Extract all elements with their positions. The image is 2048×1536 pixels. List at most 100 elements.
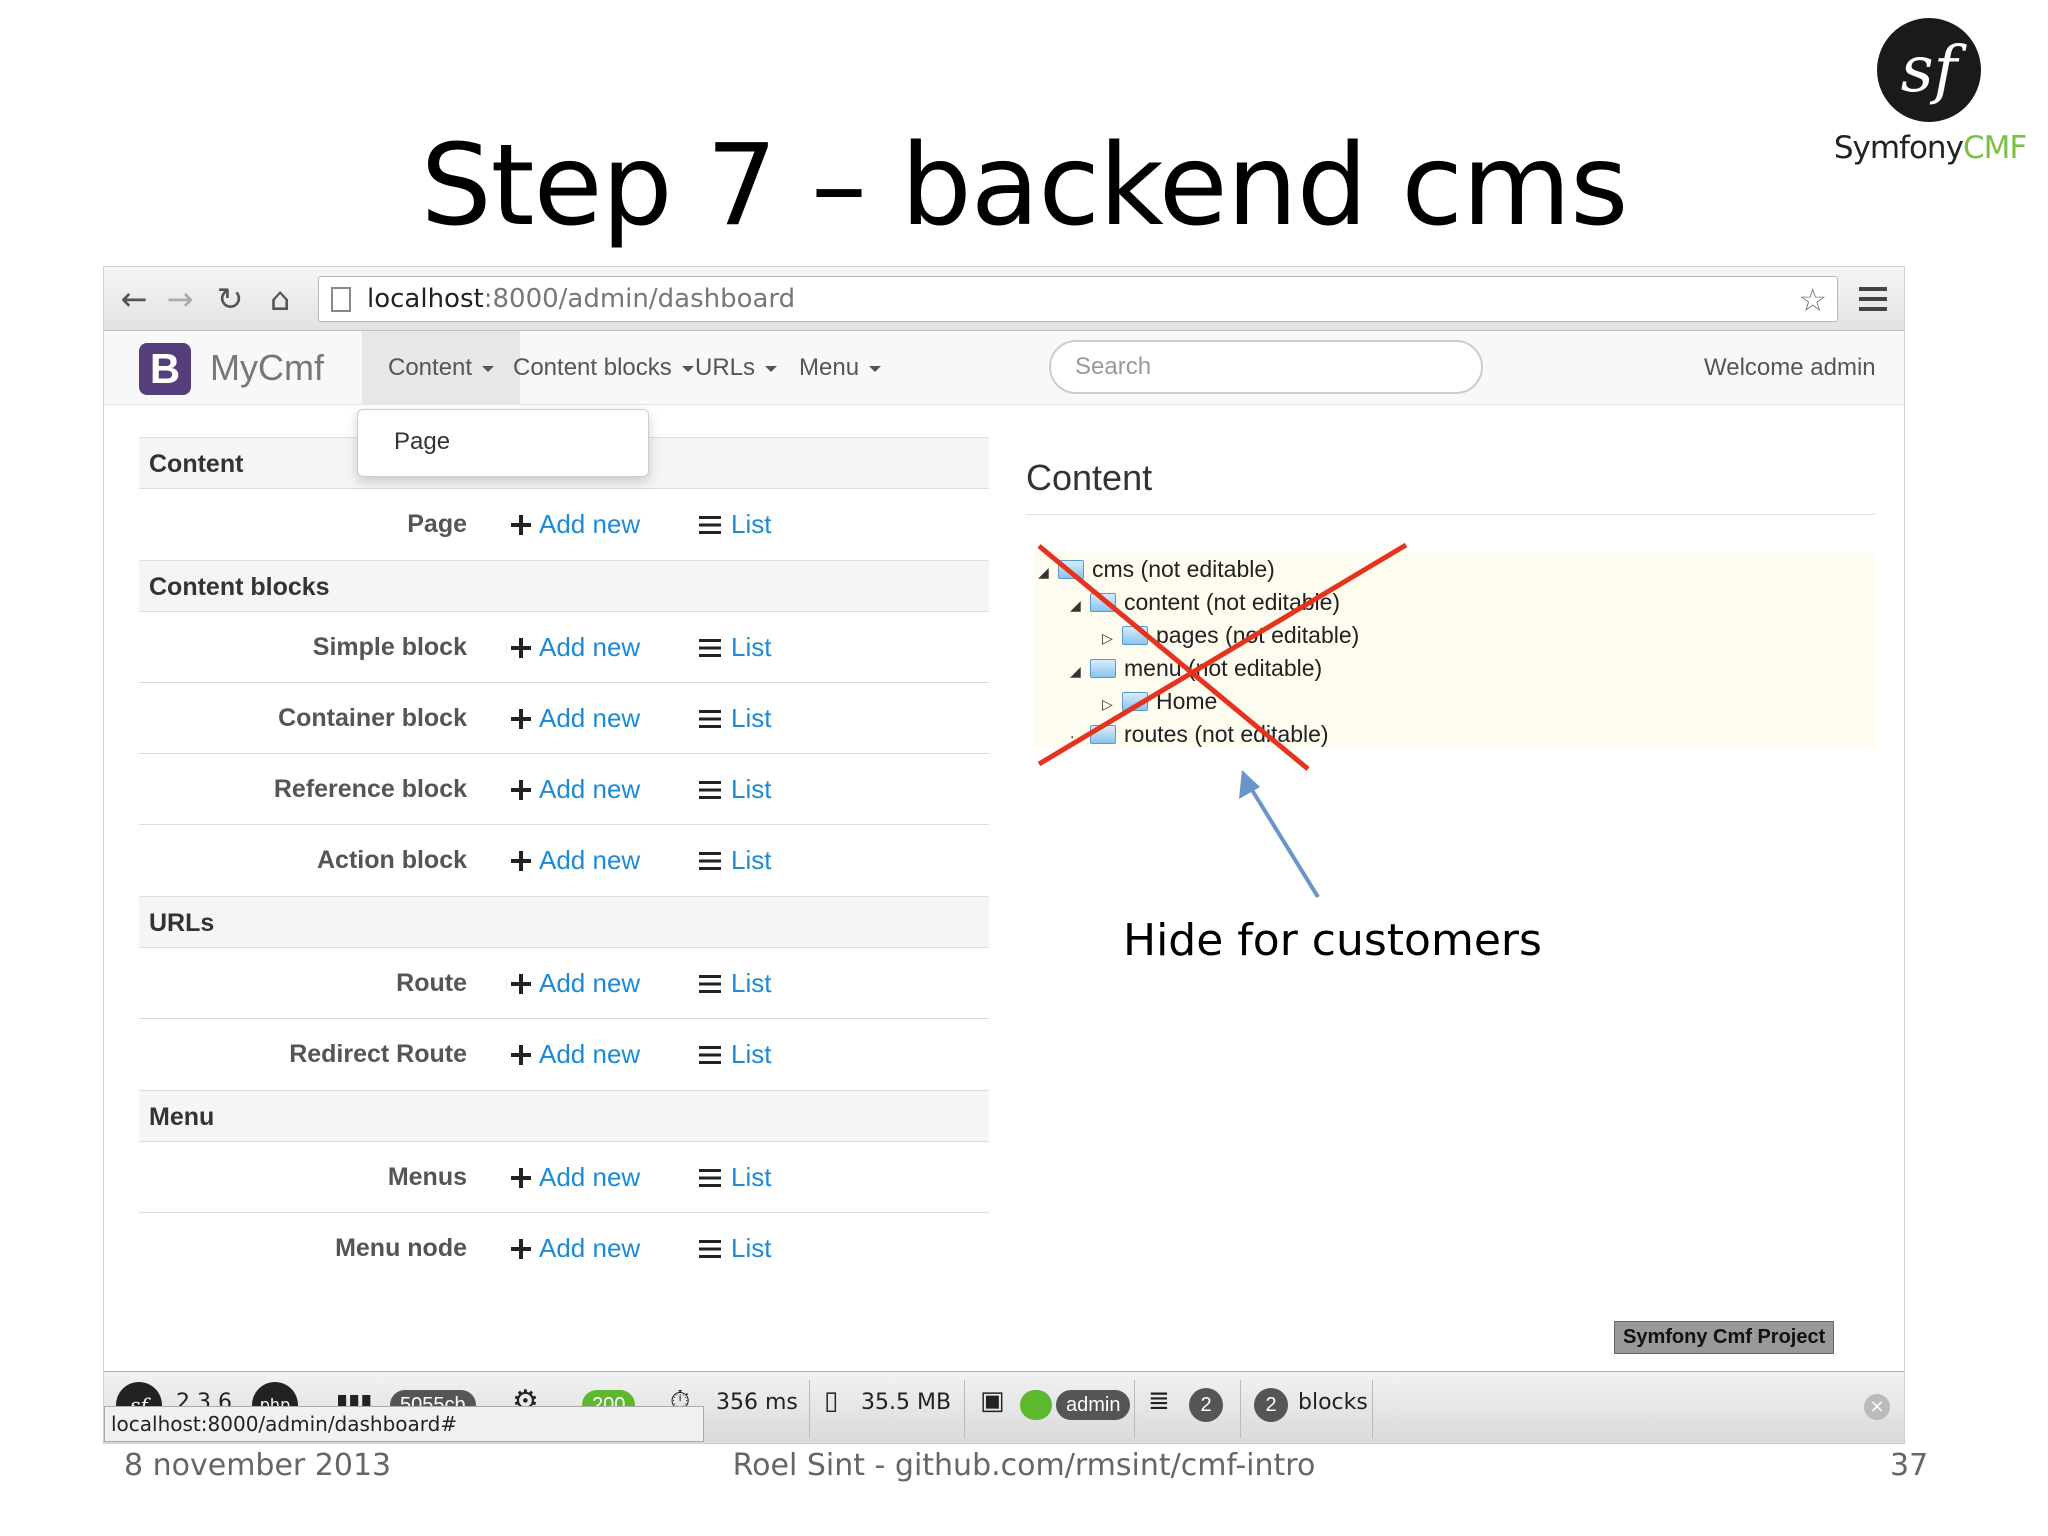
expand-triangle-icon[interactable]: ◢	[1038, 565, 1049, 581]
blocks-count[interactable]: 2	[1254, 1388, 1288, 1422]
tree-leaf-icon: ·	[1070, 730, 1075, 746]
list-label: List	[731, 1039, 772, 1069]
row-label: Route	[396, 969, 467, 997]
auth-status-icon	[1020, 1390, 1052, 1420]
table-row: Page Add new List	[139, 489, 989, 560]
logo-word-symfony: Symfony	[1833, 130, 1964, 166]
tree-node-home[interactable]: ▷Home	[1102, 688, 1217, 715]
request-time[interactable]: 356 ms	[716, 1390, 798, 1415]
brand-logo-icon[interactable]: B	[139, 343, 191, 395]
add-new-label: Add new	[539, 845, 641, 875]
add-new-link[interactable]: Add new	[511, 489, 640, 559]
close-icon[interactable]: ×	[1864, 1394, 1890, 1420]
table-row: Route Add new List	[139, 948, 989, 1019]
add-new-link[interactable]: Add new	[511, 612, 640, 682]
add-new-link[interactable]: Add new	[511, 754, 640, 824]
nav-content[interactable]: Content	[362, 331, 521, 405]
caret-down-icon	[869, 365, 882, 372]
list-icon	[699, 781, 721, 799]
table-row: Menus Add new List	[139, 1142, 989, 1213]
list-link[interactable]: List	[699, 754, 771, 824]
list-link[interactable]: List	[699, 489, 771, 559]
memory-icon: ▯	[824, 1386, 839, 1416]
add-new-link[interactable]: Add new	[511, 825, 640, 895]
row-label: Reference block	[273, 775, 467, 803]
folder-icon	[1122, 626, 1148, 645]
list-label: List	[731, 774, 772, 804]
list-icon	[699, 639, 721, 657]
nav-urls-label: URLs	[695, 354, 756, 381]
tree-node-content[interactable]: ◢content (not editable)	[1070, 589, 1340, 616]
add-new-label: Add new	[539, 703, 641, 733]
list-link[interactable]: List	[699, 948, 771, 1018]
add-new-label: Add new	[539, 1162, 641, 1192]
row-label: Menus	[387, 1163, 467, 1191]
list-link[interactable]: List	[699, 683, 771, 753]
add-new-link[interactable]: Add new	[511, 1019, 640, 1089]
row-label: Action block	[316, 846, 467, 874]
query-count[interactable]: 2	[1189, 1388, 1223, 1422]
page-number: 37	[1890, 1448, 1929, 1483]
add-new-label: Add new	[539, 968, 641, 998]
add-new-link[interactable]: Add new	[511, 948, 640, 1018]
plus-icon	[511, 780, 531, 800]
table-row: Reference block Add new List	[139, 754, 989, 825]
add-new-link[interactable]: Add new	[511, 1213, 640, 1283]
blue-arrow-head	[1239, 770, 1260, 799]
nav-urls[interactable]: URLs	[669, 331, 803, 405]
divider	[1372, 1380, 1373, 1438]
list-label: List	[731, 509, 772, 539]
footer-author: Roel Sint - github.com/rmsint/cmf-intro	[732, 1448, 1316, 1483]
plus-icon	[511, 709, 531, 729]
tree-node-cms[interactable]: ◢cms (not editable)	[1038, 556, 1275, 583]
brand-name[interactable]: MyCmf	[210, 347, 324, 388]
tree-node-routes[interactable]: · routes (not editable)	[1070, 721, 1329, 748]
table-row: Redirect Route Add new List	[139, 1019, 989, 1090]
tree-node-pages[interactable]: ▷pages (not editable)	[1102, 622, 1359, 649]
collapsed-triangle-icon[interactable]: ▷	[1102, 631, 1113, 647]
home-icon[interactable]: ⌂	[269, 280, 291, 318]
nav-menu[interactable]: Menu	[773, 331, 907, 405]
row-label: Container block	[278, 704, 467, 732]
add-new-label: Add new	[539, 774, 641, 804]
menu-icon[interactable]	[1859, 287, 1887, 311]
list-link[interactable]: List	[699, 1142, 771, 1212]
section-header-urls: URLs	[139, 896, 989, 948]
expand-triangle-icon[interactable]: ◢	[1070, 598, 1081, 614]
list-link[interactable]: List	[699, 1019, 771, 1089]
add-new-label: Add new	[539, 509, 641, 539]
folder-icon	[1090, 725, 1116, 744]
folder-icon	[1090, 593, 1116, 612]
table-row: Container block Add new List	[139, 683, 989, 754]
plus-icon	[511, 851, 531, 871]
security-icon: ▣	[980, 1386, 1005, 1416]
collapsed-triangle-icon[interactable]: ▷	[1102, 697, 1113, 713]
nav-content-blocks[interactable]: Content blocks	[487, 331, 720, 405]
address-bar[interactable]: localhost:8000/admin/dashboard ☆	[318, 276, 1838, 322]
row-label: Menu node	[335, 1234, 467, 1262]
symfony-cmf-logo: sf SymfonyCMF	[1830, 18, 2030, 168]
list-link[interactable]: List	[699, 612, 771, 682]
star-icon[interactable]: ☆	[1798, 281, 1827, 319]
add-new-link[interactable]: Add new	[511, 1142, 640, 1212]
tree-node-label: routes (not editable)	[1124, 721, 1329, 747]
footer-date: 8 november 2013	[124, 1448, 392, 1483]
welcome-text: Welcome admin	[1704, 354, 1876, 381]
url-path: :8000/admin/dashboard	[483, 284, 796, 314]
reload-icon[interactable]: ↻	[216, 280, 244, 318]
add-new-link[interactable]: Add new	[511, 683, 640, 753]
forward-arrow-icon[interactable]: →	[166, 280, 194, 318]
row-label: Simple block	[312, 633, 467, 661]
user-badge[interactable]: admin	[1056, 1390, 1131, 1420]
list-link[interactable]: List	[699, 1213, 771, 1283]
tree-node-menu[interactable]: ◢menu (not editable)	[1070, 655, 1322, 682]
expand-triangle-icon[interactable]: ◢	[1070, 664, 1081, 680]
search-input[interactable]	[1049, 340, 1483, 394]
blocks-label[interactable]: blocks	[1298, 1390, 1368, 1415]
memory-usage[interactable]: 35.5 MB	[861, 1390, 952, 1415]
back-arrow-icon[interactable]: ←	[120, 280, 148, 318]
list-link[interactable]: List	[699, 825, 771, 895]
list-label: List	[731, 1162, 772, 1192]
row-label: Redirect Route	[289, 1040, 467, 1068]
dropdown-item-page[interactable]: Page	[394, 428, 451, 455]
